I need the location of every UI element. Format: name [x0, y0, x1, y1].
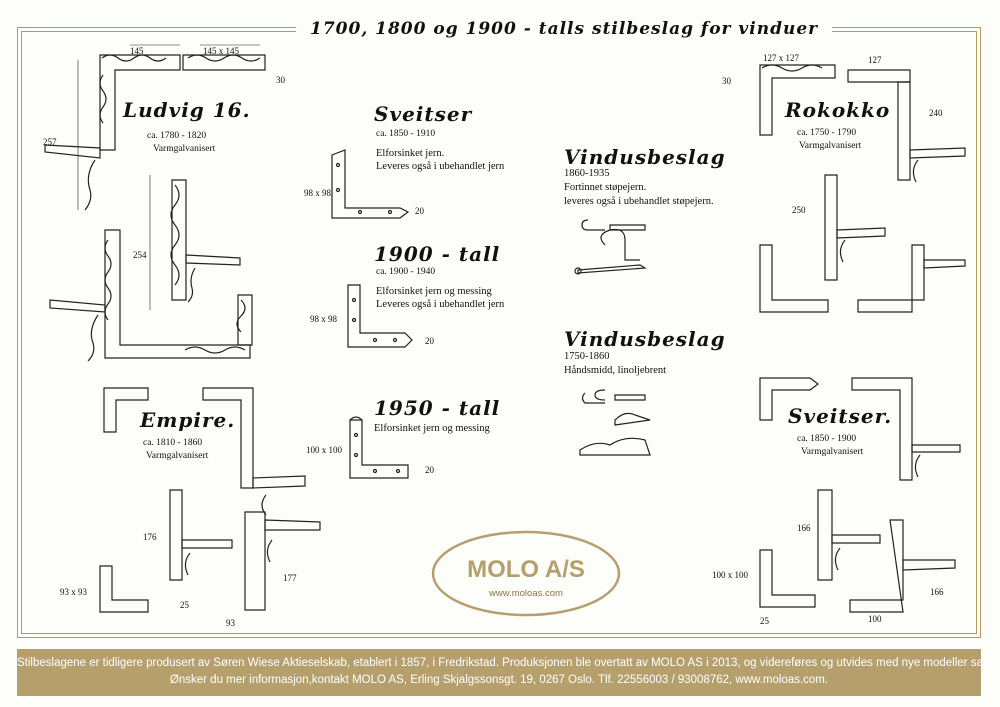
sveitser2-dim-corner: 100 x 100 [712, 570, 748, 580]
brand-name: MOLO A/S [467, 556, 585, 583]
sveitser2-dim-width: 100 [868, 614, 882, 624]
vindus1-line2: leveres også i ubehandlet støpejern. [564, 196, 714, 207]
sveitser2-finish: Varmgalvanisert [801, 447, 864, 457]
empire-dim-height: 177 [283, 573, 297, 583]
vindus2-period: 1750-1860 [564, 351, 610, 362]
tall1950-line1: Elforsinket jern og messing [374, 423, 490, 434]
tall1950-name: 1950 - tall [374, 396, 501, 420]
vindus2-name: Vindusbeslag [564, 327, 726, 351]
ludvig-dim-length: 254 [133, 250, 147, 260]
ludvig-finish: Varmgalvanisert [153, 144, 216, 154]
empire-dim-thickness: 25 [180, 600, 189, 610]
ludvig-name: Ludvig 16. [123, 98, 251, 122]
rokokko-dim-width: 127 [868, 55, 882, 65]
sveitser-period: ca. 1850 - 1910 [376, 129, 436, 139]
rokokko-name: Rokokko [785, 98, 891, 122]
tall1950-dim-size: 100 x 100 [306, 445, 342, 455]
vindus1-period: 1860-1935 [564, 168, 610, 179]
empire-dim-length: 176 [143, 532, 157, 542]
molo-logo [431, 530, 621, 617]
footer-history: Stilbeslagene er tidligere produsert av … [17, 657, 1000, 669]
sveitser-dim-size: 98 x 98 [304, 188, 331, 198]
rokokko-dim-thickness: 30 [722, 76, 731, 86]
empire-period: ca. 1810 - 1860 [143, 438, 203, 448]
tall1900-dim-width: 20 [425, 336, 434, 346]
sveitser-dim-width: 20 [415, 206, 424, 216]
page-title: 1700, 1800 og 1900 - talls stilbeslag fo… [296, 18, 833, 40]
empire-dim-width: 93 [226, 618, 235, 628]
tall1900-period: ca. 1900 - 1940 [376, 267, 436, 277]
sveitser2-dim-length: 166 [797, 523, 811, 533]
rokokko-period: ca. 1750 - 1790 [797, 128, 857, 138]
tall1900-line2: Leveres også i ubehandlet jern [376, 299, 505, 310]
ludvig-dim-thickness: 30 [276, 75, 285, 85]
sveitser2-period: ca. 1850 - 1900 [797, 434, 857, 444]
ludvig-bracket-bottom [49, 229, 253, 362]
vindus1-name: Vindusbeslag [564, 145, 726, 169]
tall1950-dim-width: 20 [425, 465, 434, 475]
sveitser-name: Sveitser [374, 102, 473, 126]
ludvig-bracket-middle [149, 175, 241, 310]
sveitser2-dim-thickness: 25 [760, 616, 769, 626]
rokokko-dim-height: 240 [929, 108, 943, 118]
rokokko-dim-length: 250 [792, 205, 806, 215]
rokokko-dim-corner: 127 x 127 [763, 53, 799, 63]
tall1900-dim-size: 98 x 98 [310, 314, 337, 324]
empire-finish: Varmgalvanisert [146, 451, 209, 461]
footer-contact: Ønsker du mer informasjon,kontakt MOLO A… [169, 674, 829, 686]
tall1900-name: 1900 - tall [374, 242, 501, 266]
brand-url[interactable]: www.moloas.com [489, 588, 563, 599]
sveitser-line1: Elforsinket jern. [376, 148, 445, 159]
ludvig-bracket-top [44, 44, 266, 211]
empire-name: Empire. [140, 408, 236, 432]
vindus2-line1: Håndsmidd, linoljebrent [564, 365, 667, 376]
ludvig-dim-height: 257 [43, 137, 57, 147]
sveitser2-dim-height: 166 [930, 587, 944, 597]
footer-bar: Stilbeslagene er tidligere produsert av … [17, 649, 1000, 696]
rokokko-finish: Varmgalvanisert [799, 141, 862, 151]
ludvig-dim-width: 145 [130, 46, 144, 56]
tall1900-line1: Elforsinket jern og messing [376, 286, 492, 297]
empire-dim-corner: 93 x 93 [60, 587, 87, 597]
vindus1-line1: Fortinnet støpejern. [564, 182, 647, 193]
sveitser2-name: Sveitser. [788, 404, 893, 428]
ludvig-dim-corner: 145 x 145 [203, 46, 239, 56]
ludvig-period: ca. 1780 - 1820 [147, 131, 207, 141]
sveitser-line2: Leveres også i ubehandlet jern [376, 161, 505, 172]
